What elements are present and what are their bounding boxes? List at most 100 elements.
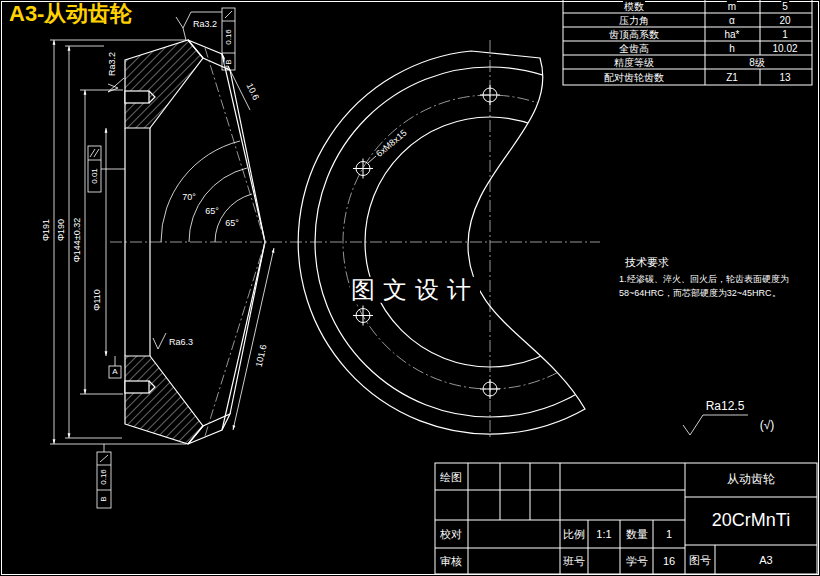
param-table [760, 0, 761, 55]
tolerance-frames [101, 169, 125, 170]
gear-section [125, 91, 149, 103]
dimension: 10.6 [243, 81, 260, 103]
title-block [685, 545, 817, 546]
table-cell: 齿顶高系数 [608, 29, 660, 40]
dimension-lines [50, 40, 274, 444]
pitch-cone-line [205, 242, 265, 436]
tolerance-frames [222, 53, 235, 54]
dimension-lines [215, 194, 252, 242]
pitch-cone-line [205, 48, 265, 242]
gear-section [125, 40, 265, 444]
gear-section [125, 40, 203, 128]
table-cell: 精度等级 [613, 57, 655, 68]
datum-letter: A [111, 368, 118, 377]
dimension-lines [65, 46, 104, 47]
table-cell: 压力角 [618, 15, 650, 26]
gear-section [125, 381, 149, 393]
title-block-cell: 校对 [439, 528, 463, 540]
param-table [705, 0, 706, 85]
dimension-lines [85, 90, 86, 394]
title-block-cell: 图号 [688, 554, 712, 566]
dimension: Φ110 [93, 288, 103, 312]
dimension-lines [233, 248, 274, 430]
title-block-cell: 1 [665, 528, 673, 540]
dimension: Φ191 [42, 218, 52, 242]
table-cell: 10.02 [771, 43, 798, 54]
param-table [563, 0, 812, 85]
bolt-hole [353, 306, 373, 326]
pitch-cone-line [205, 48, 265, 436]
table-cell: 全齿高 [618, 43, 650, 54]
datum-letter: B [100, 495, 109, 502]
title-block-cell: 学号 [625, 555, 649, 567]
leader-line [368, 156, 376, 163]
side-view [298, 51, 585, 434]
table-cell: h [728, 43, 736, 54]
gear-section [222, 242, 265, 430]
title-block [715, 545, 716, 574]
tolerance-value: 0.16 [100, 468, 109, 486]
side-view-circles [315, 67, 665, 417]
tolerance-value: 0.01 [90, 167, 99, 185]
tolerance-frames [88, 8, 235, 508]
drawing-number: A3 [758, 554, 773, 566]
roughness-label: Ra12.5 [705, 400, 746, 413]
title-block [530, 463, 531, 520]
table-cell: 13 [778, 72, 791, 83]
roughness-label: (√) [759, 419, 776, 432]
title-block [435, 463, 817, 574]
tolerance-value: 0.16 [224, 28, 233, 46]
param-table [563, 0, 812, 85]
table-cell: 配对齿轮齿数 [603, 72, 665, 83]
table-cell: m [727, 1, 737, 12]
title-block [685, 463, 686, 574]
dimension-lines [161, 141, 240, 242]
tolerance-frames [222, 21, 235, 22]
title-block [435, 463, 817, 574]
title-block-cell: 比例 [562, 528, 586, 540]
gear-section [230, 70, 265, 242]
param-table [760, 69, 761, 85]
title-block-cell: 班号 [562, 555, 586, 567]
param-table [563, 69, 812, 70]
dimension-lines [65, 438, 122, 439]
part-name: 从动齿轮 [726, 473, 776, 486]
dimension: Φ190 [57, 218, 67, 242]
bolt-hole [353, 85, 500, 399]
roughness-label: Ra3.2 [108, 51, 118, 77]
dimension-lines [50, 444, 186, 445]
tolerance-frames [90, 149, 99, 157]
title-block-cell: 1:1 [595, 528, 612, 540]
title-block [468, 463, 469, 574]
gear-section [222, 54, 265, 242]
table-cell: 模数 [623, 1, 645, 12]
dimension-lines [54, 40, 55, 444]
watermark: 图文设计 [350, 277, 480, 303]
title-block [588, 520, 589, 574]
dimension: 101.6 [254, 343, 269, 369]
gear-section [188, 414, 230, 444]
param-table [563, 55, 812, 56]
table-cell: ha* [723, 29, 740, 40]
roughness-symbols [108, 12, 748, 435]
dimension-lines [189, 168, 247, 242]
center-lines [110, 242, 600, 243]
title-block [653, 520, 654, 574]
param-table [563, 41, 812, 42]
sheet-title: A3-从动齿轮 [6, 2, 135, 26]
tolerance-frames [115, 356, 116, 366]
side-view-circles [365, 117, 615, 367]
tolerance-frames [88, 160, 101, 161]
thread-callout: 6xM8x15 [374, 128, 410, 160]
roughness-symbols [153, 333, 166, 349]
gear-section [149, 381, 155, 393]
dimension: Φ144±0.32 [73, 217, 83, 264]
roughness-label: Ra3.2 [192, 20, 218, 30]
table-cell: α [728, 15, 736, 26]
table-cell: 1 [781, 29, 789, 40]
gear-section [149, 91, 155, 103]
table-cell: 20 [778, 15, 791, 26]
tolerance-frames [222, 8, 235, 70]
roughness-symbols [108, 78, 124, 92]
